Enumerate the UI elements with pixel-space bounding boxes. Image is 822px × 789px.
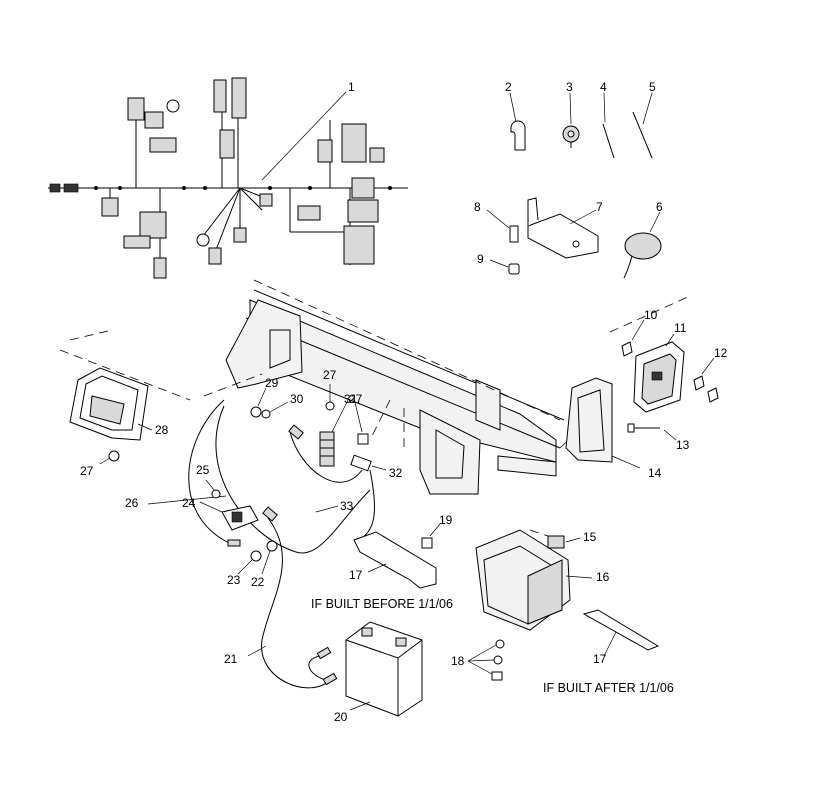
callout-13: 13 bbox=[676, 438, 690, 452]
callout-26: 26 bbox=[125, 496, 139, 510]
callout-16: 16 bbox=[596, 570, 610, 584]
part-8-bolt bbox=[486, 209, 519, 243]
part-2-clip bbox=[509, 92, 526, 151]
callout-33: 33 bbox=[340, 499, 354, 513]
part-27-nut-left bbox=[99, 450, 120, 465]
callout-27-right: 27 bbox=[349, 392, 363, 406]
callout-29: 29 bbox=[265, 376, 279, 390]
callout-23: 23 bbox=[227, 573, 241, 587]
part-31-fuse bbox=[319, 399, 349, 467]
part-9-nut bbox=[489, 259, 520, 275]
part-29-nut bbox=[250, 387, 267, 418]
callout-labels: 1 2 3 4 5 6 7 8 9 10 11 12 13 14 15 16 1… bbox=[80, 80, 728, 724]
callout-2: 2 bbox=[505, 80, 512, 94]
callout-7: 7 bbox=[596, 200, 603, 214]
part-3-grommet bbox=[562, 92, 580, 148]
part-30-washer bbox=[261, 401, 289, 419]
callout-14: 14 bbox=[648, 466, 662, 480]
callout-24: 24 bbox=[182, 496, 196, 510]
part-17-strap-before bbox=[353, 531, 437, 589]
callout-10: 10 bbox=[644, 308, 658, 322]
part-32-connector bbox=[350, 454, 387, 472]
caption-built-after: IF BUILT AFTER 1/1/06 bbox=[543, 681, 674, 695]
callout-21: 21 bbox=[224, 652, 238, 666]
part-19-nut bbox=[421, 523, 441, 549]
callout-5: 5 bbox=[649, 80, 656, 94]
callout-19: 19 bbox=[439, 513, 453, 527]
part-12-clip bbox=[693, 357, 719, 403]
part-17-strap-after bbox=[582, 609, 660, 657]
callout-18: 18 bbox=[451, 654, 465, 668]
part-22-nut bbox=[261, 540, 278, 575]
callout-27-mid: 27 bbox=[323, 368, 337, 382]
part-27-nut-mid bbox=[325, 384, 335, 411]
part-27-nut-right bbox=[353, 397, 369, 445]
part-6-horn bbox=[623, 211, 662, 279]
part-25-screw bbox=[205, 479, 221, 499]
part-7-bracket bbox=[527, 197, 599, 259]
callout-6: 6 bbox=[656, 200, 663, 214]
caption-built-before: IF BUILT BEFORE 1/1/06 bbox=[311, 597, 453, 611]
part-4-rod bbox=[602, 92, 615, 159]
chassis-frame bbox=[59, 279, 691, 541]
callout-17-after: 17 bbox=[593, 652, 607, 666]
battery-cables bbox=[147, 399, 376, 689]
part-13-screw bbox=[627, 423, 677, 441]
callout-28: 28 bbox=[155, 423, 169, 437]
part-11-ecu bbox=[633, 333, 685, 413]
wiring-harness bbox=[48, 77, 408, 279]
callout-9: 9 bbox=[477, 252, 484, 266]
part-24-relay bbox=[199, 501, 259, 531]
callout-27-left: 27 bbox=[80, 464, 94, 478]
callout-15: 15 bbox=[583, 530, 597, 544]
part-23-washer bbox=[237, 550, 262, 575]
part-20-battery bbox=[345, 621, 423, 717]
callout-4: 4 bbox=[600, 80, 607, 94]
callout-1: 1 bbox=[348, 80, 355, 94]
callout-8: 8 bbox=[474, 200, 481, 214]
part-16-battery-tray bbox=[475, 529, 593, 631]
part-15-label bbox=[547, 535, 581, 549]
callout-11: 11 bbox=[674, 321, 687, 335]
part-10-clip bbox=[621, 319, 645, 357]
callout-31: 31 bbox=[344, 392, 358, 406]
part-14-cover bbox=[565, 377, 641, 469]
callout-12: 12 bbox=[714, 346, 728, 360]
callout-17-before: 17 bbox=[349, 568, 363, 582]
part-28-battery-box bbox=[69, 367, 153, 441]
callout-25: 25 bbox=[196, 463, 210, 477]
part-5-rod bbox=[632, 92, 653, 159]
callout-30: 30 bbox=[290, 392, 304, 406]
callout-32: 32 bbox=[389, 466, 403, 480]
callout-22: 22 bbox=[251, 575, 265, 589]
part-18-hardware bbox=[467, 639, 505, 681]
callout-20: 20 bbox=[334, 710, 348, 724]
callout-3: 3 bbox=[566, 80, 573, 94]
